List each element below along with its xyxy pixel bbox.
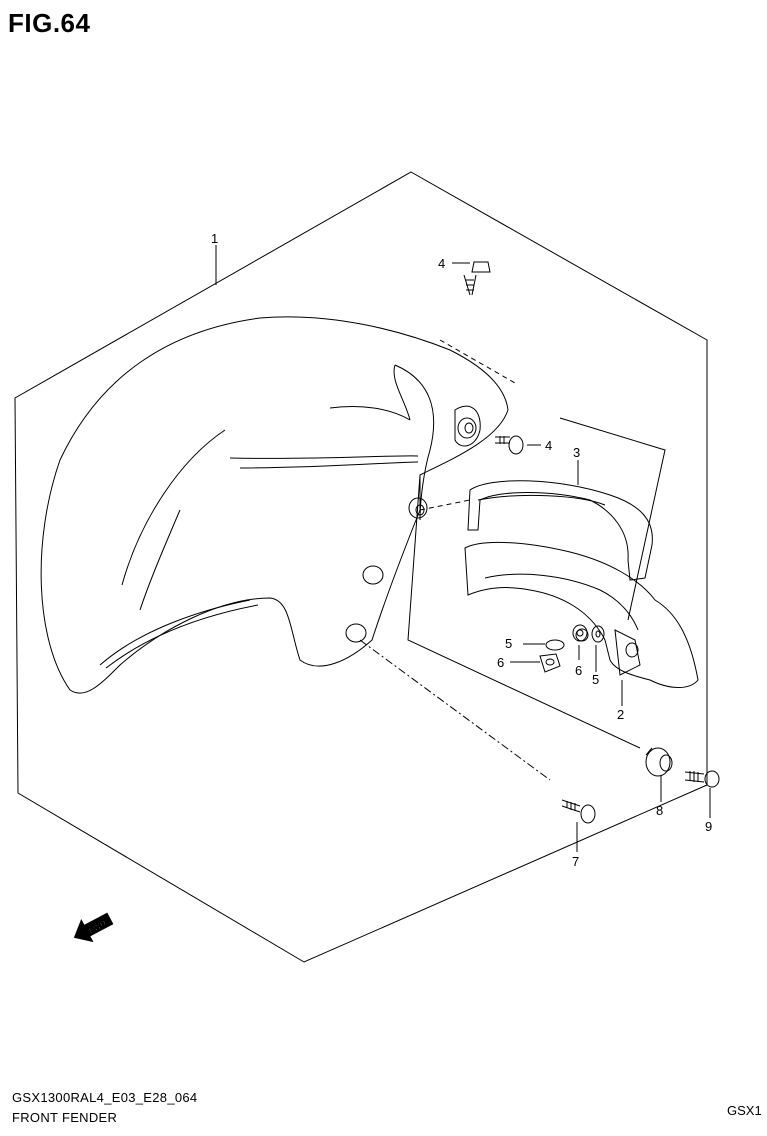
part-name: FRONT FENDER (12, 1110, 118, 1125)
bolt-part-4-side[interactable] (495, 435, 524, 455)
callout-leaders (215, 245, 711, 852)
figure-title: FIG.64 (8, 8, 91, 38)
bolt-part-4-top[interactable] (463, 261, 491, 296)
leader-line-bracket-box (559, 417, 666, 621)
callout-5-right: 5 (592, 672, 599, 687)
callout-7: 7 (572, 854, 579, 869)
model-tag: GSX1 (727, 1103, 762, 1118)
callout-4-side: 4 (545, 438, 552, 453)
diagram-boundary-hexagon (14, 171, 708, 963)
leader-line-fender-bracket (407, 474, 641, 749)
washer-part-5-right[interactable] (591, 625, 605, 643)
dashed-leader-bolt-7 (359, 639, 551, 781)
callout-2: 2 (617, 707, 624, 722)
callout-5-left: 5 (505, 636, 512, 651)
grommet-part-8[interactable] (645, 747, 673, 777)
callout-4-top: 4 (438, 256, 445, 271)
callout-numbers: 1 2 3 4 4 5 5 6 6 7 8 9 (211, 231, 712, 869)
bolt-part-9[interactable] (684, 770, 720, 788)
front-fender-part[interactable] (40, 316, 509, 694)
bracket-part-3[interactable] (467, 480, 653, 581)
callout-3: 3 (573, 445, 580, 460)
bolt-part-7[interactable] (561, 799, 596, 824)
forward-direction-arrow: FWD (73, 912, 114, 943)
callout-8: 8 (656, 803, 663, 818)
callout-6-right: 6 (575, 663, 582, 678)
callout-1: 1 (211, 231, 218, 246)
nut-part-6-left[interactable] (539, 653, 561, 673)
dashed-leader-side (419, 499, 471, 511)
dashed-leader-top (439, 339, 516, 384)
callout-6-left: 6 (497, 655, 504, 670)
model-code: GSX1300RAL4_E03_E28_064 (12, 1090, 198, 1105)
nut-part-6-right[interactable] (572, 624, 588, 642)
callout-9: 9 (705, 819, 712, 834)
washer-part-5-left[interactable] (545, 639, 565, 651)
